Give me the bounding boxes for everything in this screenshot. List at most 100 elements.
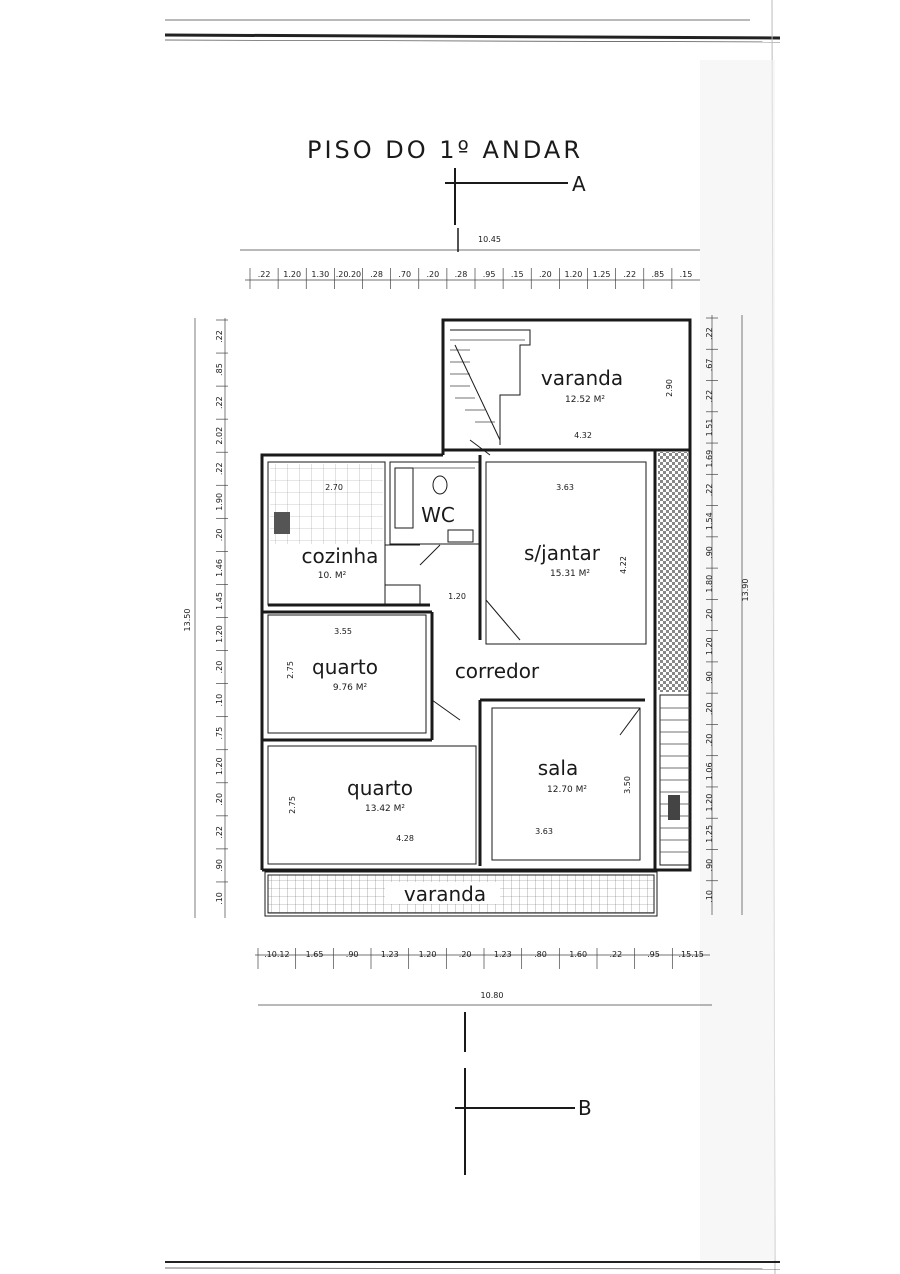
dimension-label: .70 [398,270,411,279]
dimension-label: .90 [705,671,714,684]
dimension-label: .15 [680,270,693,279]
right-dimension-chain: .22.67.221.511.69.221.54.901.80.201.20.9… [705,317,718,903]
dimension-label: .75 [215,727,224,740]
dimension-label: .20 [215,793,224,806]
room-varanda-top: varanda 12.52 M² 4.32 2.90 [541,366,674,440]
room-name: quarto [347,776,413,800]
dimension-label: .20 [459,950,472,959]
room-dim-h: 4.28 [396,834,414,843]
dimension-label: .22 [215,396,224,409]
dimension-label: 1.51 [705,419,714,437]
room-area: 13.42 M² [365,804,405,814]
dimension-label: 1.20 [215,625,224,643]
dimension-label: .10 [215,694,224,707]
right-staircase [659,694,691,866]
dimension-label: .20 [215,528,224,541]
page-title: PISO DO 1º ANDAR [307,136,583,164]
room-name: varanda [541,366,623,390]
dimension-label: 1.20 [215,757,224,775]
section-mark-b: B [455,1012,592,1175]
dimension-label: .90 [346,950,359,959]
room-dim-v: 2.75 [286,661,295,679]
room-dim-v: 4.22 [619,556,628,574]
dimension-label: 1.60 [569,950,587,959]
building-walls [260,318,692,917]
dimension-label: .15.15 [678,950,703,959]
room-name: varanda [404,882,486,906]
dimension-label: .95 [647,950,660,959]
room-quarto-2: quarto 13.42 M² 4.28 2.75 [288,776,414,843]
dimension-label: 1.54 [705,512,714,530]
dimension-label: .22 [215,462,224,475]
room-area: 12.70 M² [547,785,587,795]
room-dim-h: 3.55 [334,627,352,636]
bottom-overall-dim: 10.80 [481,991,504,1000]
dimension-label: 1.90 [215,493,224,511]
room-dim: 1.20 [448,592,466,601]
room-varanda-bottom: varanda [385,882,500,906]
dimension-label: .80 [534,950,547,959]
room-quarto-1: quarto 9.76 M² 3.55 2.75 [286,627,378,693]
dimension-label: .22 [705,390,714,403]
room-name: cozinha [302,544,379,568]
dimension-label: .95 [483,270,496,279]
room-dim-h: 3.63 [535,827,553,836]
room-area: 12.52 M² [565,395,605,405]
dimension-label: 1.65 [306,950,324,959]
dimension-label: 1.20 [565,270,583,279]
room-wc: WC [421,503,455,527]
right-overall-dim: 13.90 [741,579,750,602]
dimension-label: 1.69 [705,450,714,468]
room-sala: sala 12.70 M² 3.63 3.50 [535,756,632,836]
left-overall-dim: 13.50 [183,609,192,632]
room-area: 10. M² [318,571,347,581]
dimension-label: .22 [609,950,622,959]
room-dim: 2.70 [325,483,343,492]
dimension-label: .15 [511,270,524,279]
dimension-label: .28 [455,270,468,279]
dimension-label: 1.20 [705,794,714,812]
dimension-label: .90 [215,859,224,872]
top-staircase [450,329,531,445]
room-name: sala [538,756,579,780]
section-mark-a: A [445,168,586,225]
dimension-label: .20.20 [336,270,361,279]
room-area: 9.76 M² [333,683,368,693]
dimension-label: .85 [651,270,664,279]
dimension-label: 2.02 [215,427,224,445]
dimension-label: 1.20 [705,637,714,655]
left-dimension-chain: .22.85.222.02.221.90.201.461.451.20.20.1… [215,319,228,905]
room-name: quarto [312,655,378,679]
dimension-label: 1.25 [593,270,611,279]
room-area: 15.31 M² [550,569,590,579]
dimension-label: 1.20 [283,270,301,279]
dimension-label: .22 [215,330,224,343]
dimension-label: .20 [705,702,714,715]
dimension-label: .90 [705,546,714,559]
dimension-label: .10 [215,892,224,905]
dimension-label: .20 [705,734,714,747]
dimension-label: .20 [215,661,224,674]
dimension-label: 1.23 [381,950,399,959]
room-dim-v: 2.90 [665,379,674,397]
dimension-label: .10 [705,890,714,903]
scan-artifacts [164,0,781,1274]
section-label-a: A [572,172,586,196]
section-label-b: B [578,1096,592,1120]
room-name: corredor [455,659,540,683]
dimension-label: .28 [370,270,383,279]
dimension-label: 1.30 [311,270,329,279]
dimension-label: .22 [215,826,224,839]
room-name: s/jantar [524,541,601,565]
dimension-label: .20 [705,609,714,622]
dimension-label: .22 [623,270,636,279]
room-dim-v: 2.75 [288,796,297,814]
dimension-label: .22 [258,270,271,279]
dimension-label: .85 [215,363,224,376]
dimension-label: .10.12 [264,950,289,959]
top-overall-dim: 10.45 [478,235,501,244]
dimension-label: 1.80 [705,575,714,593]
